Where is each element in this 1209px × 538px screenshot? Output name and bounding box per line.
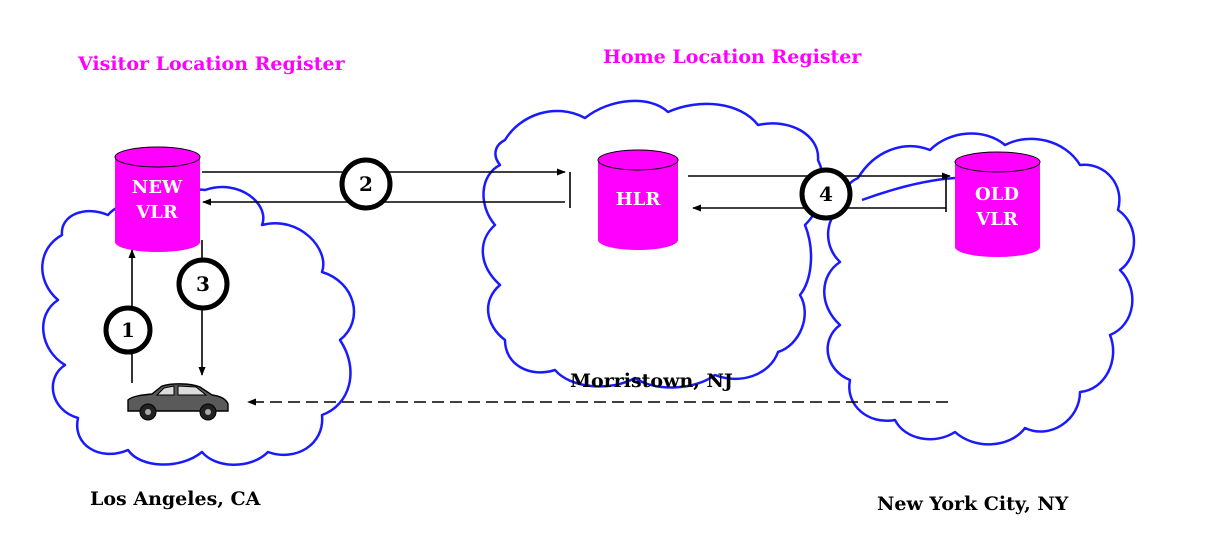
vlr-title: Visitor Location Register [77,53,346,75]
step-1-marker: 1 [103,305,153,355]
step-1-label: 1 [121,318,135,342]
step-4-label: 4 [819,182,833,206]
step-3-label: 3 [196,272,210,296]
old-vlr-label-line1: OLD [975,184,1019,205]
step-2-label: 2 [359,172,373,196]
old-vlr-label-line2: VLR [975,209,1019,230]
new-vlr-label-line1: NEW [132,177,183,198]
old-vlr-link [861,176,956,202]
los-angeles-cloud [41,185,356,466]
los-angeles-label: Los Angeles, CA [90,488,261,510]
car-icon [127,383,229,421]
new-vlr-database: NEW VLR [114,146,201,252]
new-york-label: New York City, NY [877,493,1069,515]
step-3-marker: 3 [176,257,230,311]
hlr-database: HLR [597,149,679,250]
new-vlr-label-line2: VLR [135,202,179,223]
morristown-cloud [481,99,825,389]
new-york-cloud [823,132,1136,446]
morristown-label: Morristown, NJ [570,370,733,392]
old-vlr-database: OLD VLR [954,151,1041,257]
hlr-title: Home Location Register [603,46,862,68]
step-2-marker: 2 [339,157,393,211]
step-4-marker: 4 [799,167,853,221]
hlr-label: HLR [616,189,662,210]
